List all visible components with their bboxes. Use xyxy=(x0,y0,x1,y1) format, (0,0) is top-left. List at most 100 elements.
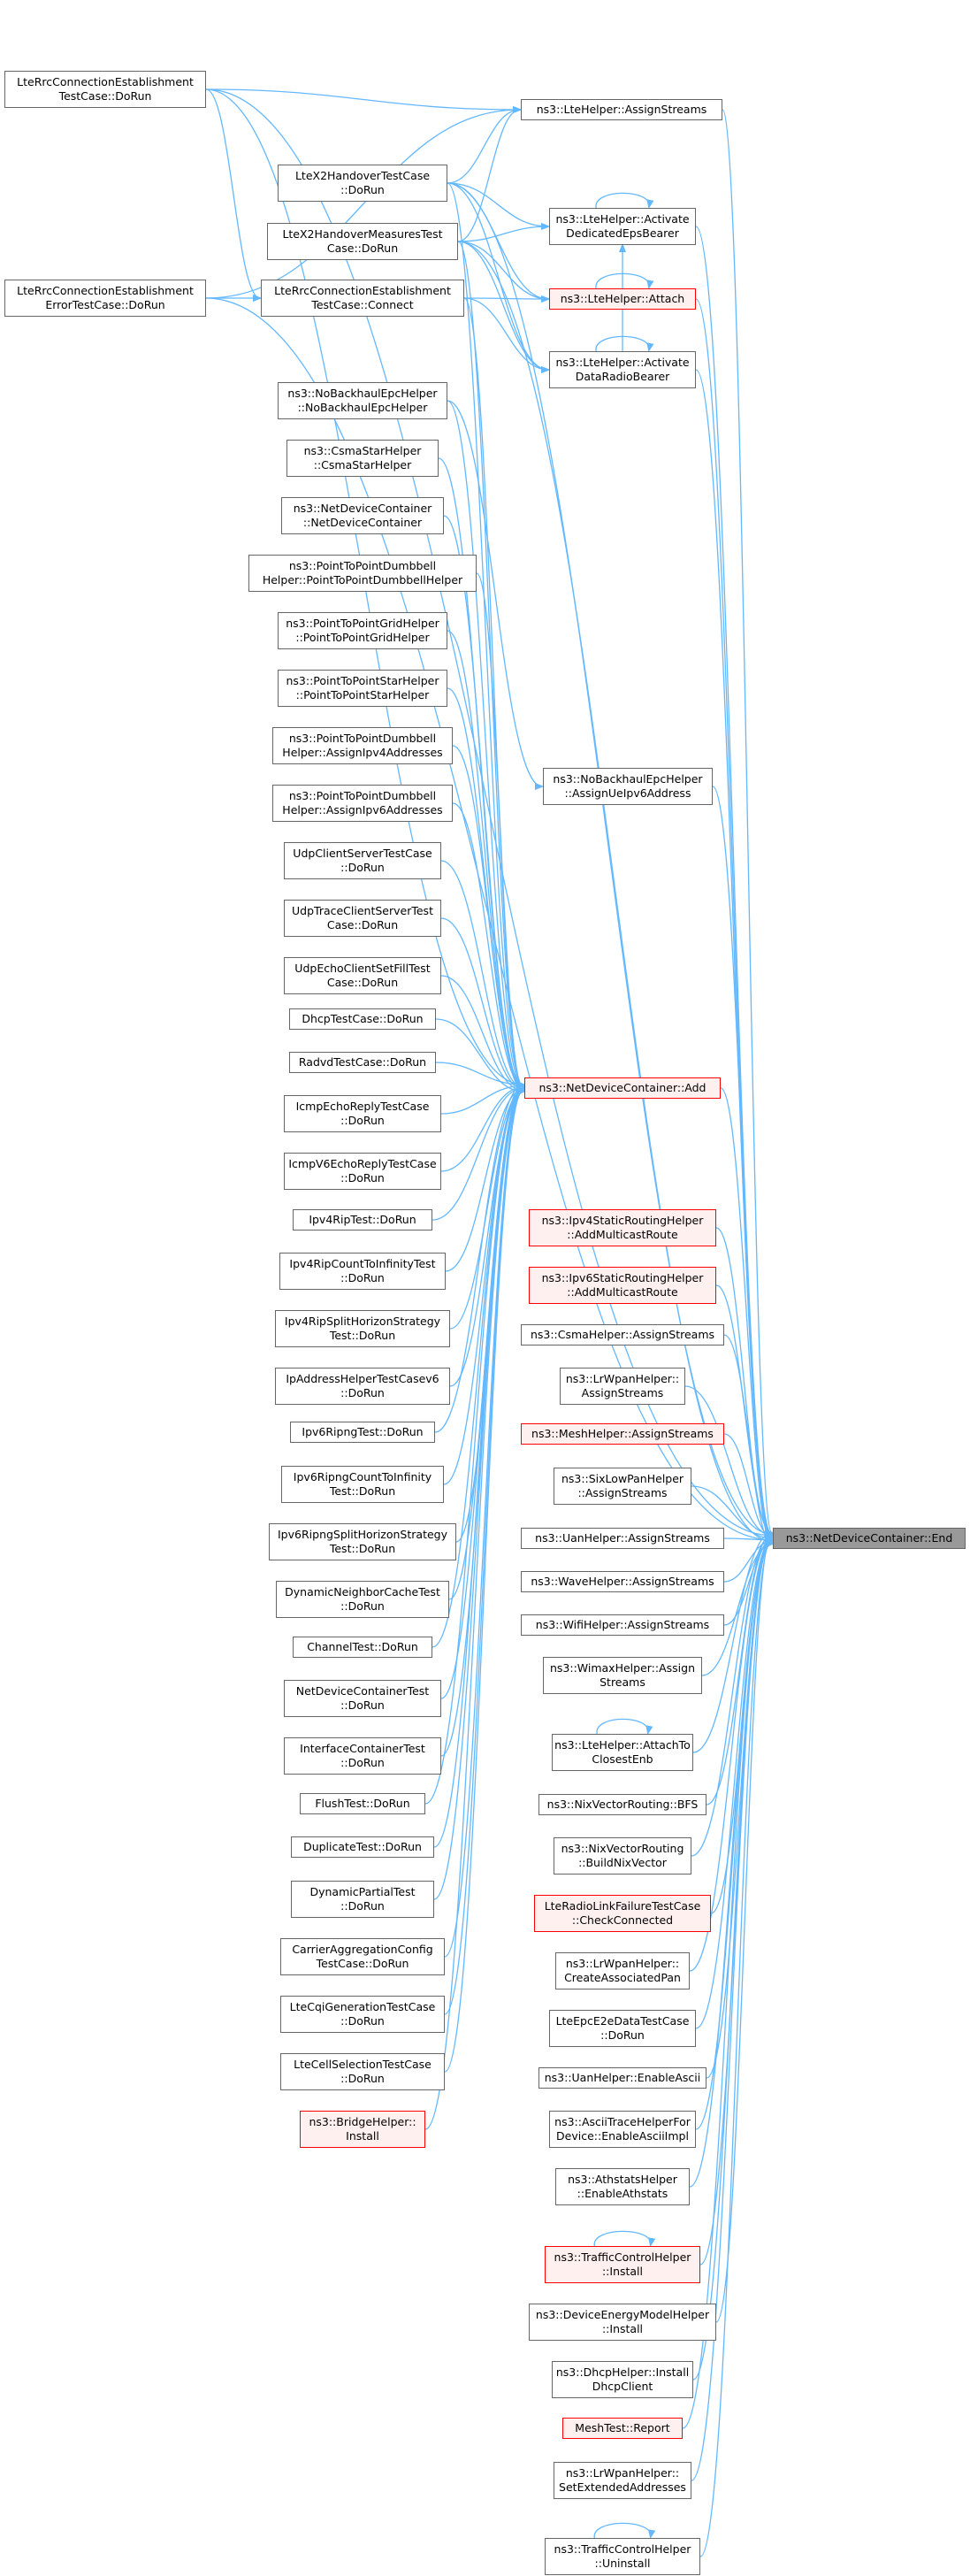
node-p2p-star-ctor[interactable]: ns3::PointToPointStarHelper ::PointToPoi… xyxy=(278,670,447,707)
edge-lrwpan-assign-to-ndc-end xyxy=(684,1385,772,1536)
node-tc-uninstall[interactable]: ns3::TrafficControlHelper ::Uninstall xyxy=(545,2538,700,2575)
node-icmpv6-echo[interactable]: IcmpV6EchoReplyTestCase ::DoRun xyxy=(284,1153,441,1190)
edge-self-tc-install xyxy=(593,2230,651,2246)
node-lte-assign[interactable]: ns3::LteHelper::AssignStreams xyxy=(521,99,722,120)
edge-energy-install-to-ndc-end xyxy=(715,1534,772,2323)
edge-self-lte-act-ded xyxy=(595,192,649,208)
edge-lte-rrc-connect-to-lte-act-drb xyxy=(463,297,548,370)
edge-lte-x2hom-doRun-to-ndc-end xyxy=(457,241,772,1541)
node-lrwpan-cap[interactable]: ns3::LrWpanHelper:: CreateAssociatedPan xyxy=(555,1952,690,1990)
node-iface-test[interactable]: InterfaceContainerTest ::DoRun xyxy=(284,1737,441,1775)
node-dyn-partial[interactable]: DynamicPartialTest ::DoRun xyxy=(291,1881,434,1918)
node-lte-epc-e2e[interactable]: LteEpcE2eDataTestCase ::DoRun xyxy=(549,2010,696,2047)
node-p2p-db-v4[interactable]: ns3::PointToPointDumbbell Helper::Assign… xyxy=(272,727,453,764)
node-wimax-assign[interactable]: ns3::WimaxHelper::Assign Streams xyxy=(543,1657,702,1694)
node-sixlowpan-assign[interactable]: ns3::SixLowPanHelper ::AssignStreams xyxy=(554,1468,691,1505)
edge-ndc-add-to-ndc-end xyxy=(720,1087,772,1543)
node-mesh-assign[interactable]: ns3::MeshHelper::AssignStreams xyxy=(521,1423,724,1445)
edge-dhcp-test-to-ndc-add xyxy=(435,1018,523,1092)
edge-lrwpan-ext-to-ndc-end xyxy=(691,1538,772,2481)
edge-iface-test-to-ndc-add xyxy=(440,1092,523,1757)
node-ndc-add[interactable]: ns3::NetDeviceContainer::Add xyxy=(524,1077,721,1099)
node-ndc-ctor[interactable]: ns3::NetDeviceContainer ::NetDeviceConta… xyxy=(281,497,444,534)
node-lte-cellsel[interactable]: LteCellSelectionTestCase ::DoRun xyxy=(280,2053,445,2090)
node-radvd-test[interactable]: RadvdTestCase::DoRun xyxy=(289,1052,436,1073)
node-dhcp-install[interactable]: ns3::DhcpHelper::Install DhcpClient xyxy=(552,2361,693,2398)
edge-lte-x2hom-doRun-to-lte-act-drb xyxy=(457,241,548,370)
node-ascii-trace[interactable]: ns3::AsciiTraceHelperFor Device::EnableA… xyxy=(549,2111,696,2148)
node-wifi-assign[interactable]: ns3::WifiHelper::AssignStreams xyxy=(521,1614,724,1636)
node-lte-act-drb[interactable]: ns3::LteHelper::Activate DataRadioBearer xyxy=(549,351,696,388)
edge-flush-test-to-ndc-add xyxy=(424,1085,523,1805)
edge-self-lte-act-drb xyxy=(595,335,649,351)
node-p2p-grid-ctor[interactable]: ns3::PointToPointGridHelper ::PointToPoi… xyxy=(278,612,447,649)
node-bridge-install[interactable]: ns3::BridgeHelper:: Install xyxy=(300,2111,425,2148)
node-nobackhaul-ctor[interactable]: ns3::NoBackhaulEpcHelper ::NoBackhaulEpc… xyxy=(278,382,447,419)
edge-lte-x2hom-doRun-to-lte-assign xyxy=(457,110,520,242)
node-udp-echo[interactable]: UdpEchoClientSetFillTest Case::DoRun xyxy=(284,957,441,994)
edge-mesh-report-to-ndc-end xyxy=(682,1537,772,2429)
node-ipv6ripng-cti[interactable]: Ipv6RipngCountToInfinity Test::DoRun xyxy=(281,1466,444,1503)
node-carrier-agg[interactable]: CarrierAggregationConfig TestCase::DoRun xyxy=(280,1938,445,1975)
node-udp-cs[interactable]: UdpClientServerTestCase ::DoRun xyxy=(284,842,441,879)
node-nix-bfs[interactable]: ns3::NixVectorRouting::BFS xyxy=(538,1794,706,1815)
edge-dyn-partial-to-ndc-add xyxy=(433,1087,523,1900)
node-ipv6-static-mc[interactable]: ns3::Ipv6StaticRoutingHelper ::AddMultic… xyxy=(529,1267,716,1304)
node-csma-assign[interactable]: ns3::CsmaHelper::AssignStreams xyxy=(521,1324,724,1346)
node-p2p-db-v6[interactable]: ns3::PointToPointDumbbell Helper::Assign… xyxy=(272,785,453,822)
node-ipaddr-v6[interactable]: IpAddressHelperTestCasev6 ::DoRun xyxy=(275,1368,450,1405)
node-lte-x2hom-doRun[interactable]: LteX2HandoverMeasuresTest Case::DoRun xyxy=(267,223,458,260)
node-udp-tcs[interactable]: UdpTraceClientServerTest Case::DoRun xyxy=(284,900,441,937)
node-ipv4rip[interactable]: Ipv4RipTest::DoRun xyxy=(293,1209,432,1230)
node-tc-install[interactable]: ns3::TrafficControlHelper ::Install xyxy=(545,2246,700,2283)
node-athstats[interactable]: ns3::AthstatsHelper ::EnableAthstats xyxy=(555,2168,690,2205)
edge-lte-x2hom-doRun-to-ndc-add xyxy=(457,241,523,1087)
node-nix-build[interactable]: ns3::NixVectorRouting ::BuildNixVector xyxy=(554,1837,691,1874)
node-icmp-echo[interactable]: IcmpEchoReplyTestCase ::DoRun xyxy=(284,1095,441,1132)
edge-sixlowpan-assign-to-ndc-end xyxy=(691,1485,772,1538)
node-lte-act-ded[interactable]: ns3::LteHelper::Activate DedicatedEpsBea… xyxy=(549,208,696,245)
edge-athstats-to-ndc-end xyxy=(689,1544,772,2188)
node-ipv6ripng[interactable]: Ipv6RipngTest::DoRun xyxy=(290,1422,435,1443)
node-csma-ctor[interactable]: ns3::CsmaStarHelper ::CsmaStarHelper xyxy=(286,440,439,477)
node-lte-attach-closest[interactable]: ns3::LteHelper::AttachTo ClosestEnb xyxy=(552,1734,693,1771)
node-lte-rrc-ce-err-doRun[interactable]: LteRrcConnectionEstablishment ErrorTestC… xyxy=(4,280,206,317)
edge-lte-x2ho-doRun-to-ndc-end xyxy=(447,182,772,1534)
edge-self-tc-uninstall xyxy=(593,2522,651,2538)
node-lrwpan-assign[interactable]: ns3::LrWpanHelper:: AssignStreams xyxy=(560,1368,685,1405)
edge-lte-rrc-connect-to-lte-attach xyxy=(463,298,548,299)
node-lte-rrc-connect[interactable]: LteRrcConnectionEstablishment TestCase::… xyxy=(261,280,464,317)
node-dup-test[interactable]: DuplicateTest::DoRun xyxy=(291,1836,434,1858)
node-lte-rrc-ce-doRun[interactable]: LteRrcConnectionEstablishment TestCase::… xyxy=(4,71,206,108)
node-uan-assign[interactable]: ns3::UanHelper::AssignStreams xyxy=(521,1528,724,1549)
node-dyn-neighbor[interactable]: DynamicNeighborCacheTest ::DoRun xyxy=(276,1581,449,1618)
node-mesh-report[interactable]: MeshTest::Report xyxy=(562,2418,683,2439)
node-lte-x2ho-doRun[interactable]: LteX2HandoverTestCase ::DoRun xyxy=(278,165,447,202)
node-nobackhaul-assign[interactable]: ns3::NoBackhaulEpcHelper ::AssignUeIpv6A… xyxy=(543,768,713,805)
node-channel-test[interactable]: ChannelTest::DoRun xyxy=(293,1637,432,1658)
node-uan-ascii[interactable]: ns3::UanHelper::EnableAscii xyxy=(538,2067,706,2089)
edge-ipv6-static-mc-to-ndc-end xyxy=(715,1284,772,1533)
node-ipv6ripng-shs[interactable]: Ipv6RipngSplitHorizonStrategy Test::DoRu… xyxy=(269,1523,456,1560)
node-flush-test[interactable]: FlushTest::DoRun xyxy=(300,1793,425,1814)
node-ipv4rip-shs[interactable]: Ipv4RipSplitHorizonStrategy Test::DoRun xyxy=(275,1310,450,1347)
node-p2p-db-ctor[interactable]: ns3::PointToPointDumbbell Helper::PointT… xyxy=(248,555,477,592)
edge-self-lte-attach-closest xyxy=(596,1718,648,1734)
edge-lte-x2ho-doRun-to-lte-act-drb xyxy=(447,182,548,370)
node-energy-install[interactable]: ns3::DeviceEnergyModelHelper ::Install xyxy=(529,2304,716,2341)
node-lrwpan-ext[interactable]: ns3::LrWpanHelper:: SetExtendedAddresses xyxy=(554,2462,691,2499)
node-ipv4rip-cti[interactable]: Ipv4RipCountToInfinityTest ::DoRun xyxy=(279,1253,446,1290)
edge-lte-act-drb-to-ndc-end xyxy=(695,369,772,1537)
node-lte-rlf[interactable]: LteRadioLinkFailureTestCase ::CheckConne… xyxy=(534,1895,711,1932)
edge-ipv4-static-mc-to-ndc-end xyxy=(715,1227,772,1544)
node-ipv4-static-mc[interactable]: ns3::Ipv4StaticRoutingHelper ::AddMultic… xyxy=(529,1209,716,1246)
edge-self-lte-attach xyxy=(595,272,649,288)
node-lte-cqi[interactable]: LteCqiGenerationTestCase ::DoRun xyxy=(280,1996,445,2033)
node-ndc-test[interactable]: NetDeviceContainerTest ::DoRun xyxy=(284,1680,441,1717)
edge-ndc-ctor-to-ndc-add xyxy=(443,515,523,1089)
edge-lte-x2ho-doRun-to-ndc-add xyxy=(447,182,523,1085)
node-dhcp-test[interactable]: DhcpTestCase::DoRun xyxy=(289,1008,436,1030)
node-lte-attach[interactable]: ns3::LteHelper::Attach xyxy=(549,288,696,310)
node-wave-assign[interactable]: ns3::WaveHelper::AssignStreams xyxy=(521,1571,724,1592)
